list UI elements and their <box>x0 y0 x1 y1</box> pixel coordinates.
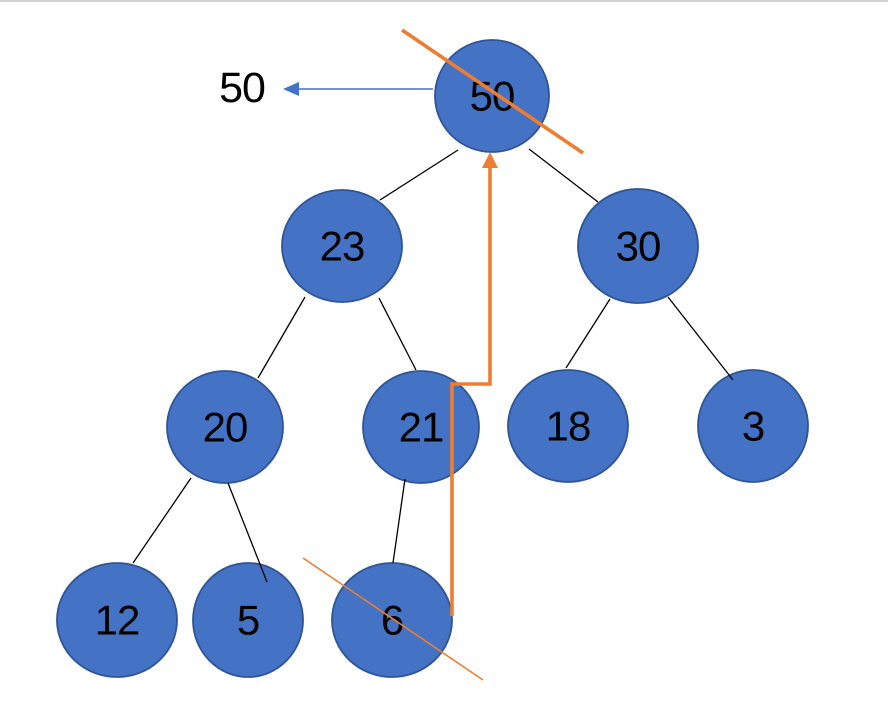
tree-node-50 <box>434 39 550 153</box>
tree-node-6 <box>331 562 453 678</box>
tree-node-23 <box>281 189 403 303</box>
tree-node-label-23: 23 <box>320 223 365 270</box>
tree-node-12 <box>56 562 178 678</box>
tree-node-label-30: 30 <box>616 223 661 270</box>
root-strikethrough-line <box>400 28 585 155</box>
tree-edge-n20-n12 <box>132 477 192 564</box>
extracted-value-label: 50 <box>219 64 265 112</box>
tree-node-label-12: 12 <box>95 597 140 644</box>
tree-edge-n50-n30 <box>528 148 599 203</box>
tree-edge-n20-n5 <box>227 482 268 583</box>
tree-nodes-layer <box>56 39 809 678</box>
tree-node-21 <box>362 370 480 484</box>
tree-edge-n50-n23 <box>379 149 459 201</box>
tree-edge-n23-n20 <box>257 296 306 379</box>
tree-edges-layer <box>132 148 734 583</box>
tree-node-label-20: 20 <box>203 404 248 451</box>
tree-node-label-5: 5 <box>237 597 259 644</box>
tree-node-label-6: 6 <box>381 597 403 644</box>
tree-node-label-21: 21 <box>399 404 444 451</box>
top-border-line <box>0 0 888 2</box>
tree-node-label-18: 18 <box>546 403 591 450</box>
tree-node-5 <box>192 562 304 678</box>
tree-node-20 <box>166 370 284 484</box>
tree-node-3 <box>697 369 809 483</box>
extract-arrowhead <box>283 82 299 96</box>
tree-node-label-3: 3 <box>742 403 764 450</box>
annotations-layer: 50 <box>219 28 585 681</box>
tree-edge-n30-n3 <box>667 296 734 381</box>
tree-node-30 <box>577 188 699 304</box>
move-up-arrow-line <box>450 166 492 616</box>
move-up-arrowhead <box>482 152 498 168</box>
tree-edge-n21-n6 <box>392 478 406 564</box>
tree-node-18 <box>507 369 629 483</box>
leaf-strikethrough-line <box>302 557 484 681</box>
tree-edge-n30-n18 <box>565 298 611 369</box>
tree-edge-n23-n21 <box>378 297 417 371</box>
